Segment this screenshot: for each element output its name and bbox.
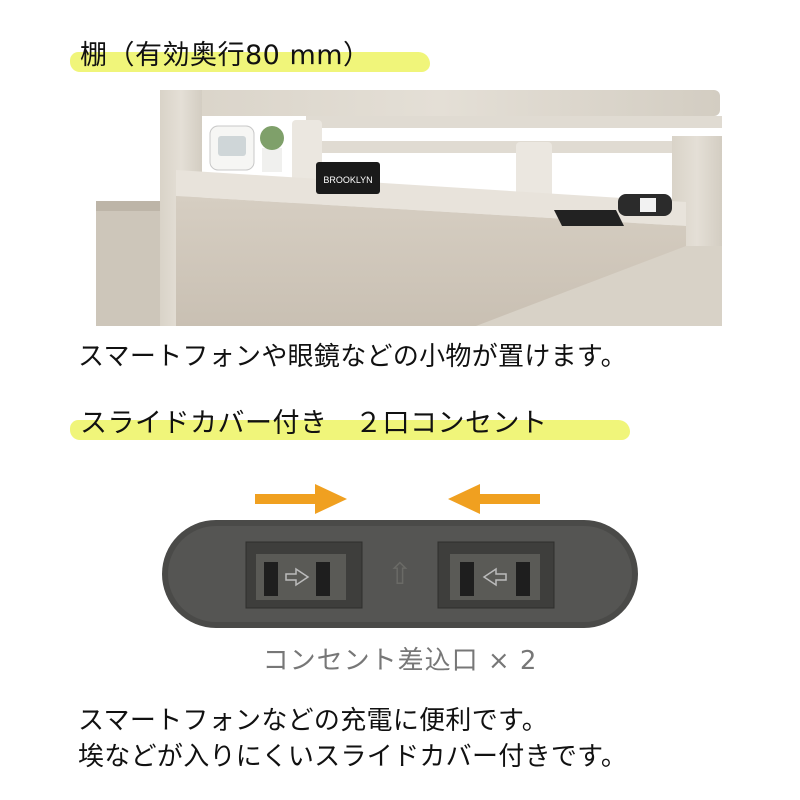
outlet-description-line-2: 埃などが入りにくいスライドカバー付きです。 [78, 742, 628, 772]
outlet-heading: スライドカバー付き ２口コンセント [70, 396, 630, 444]
outlet-caption: コンセント差込口 × 2 [262, 646, 538, 676]
shelf-heading-text: 棚（有効奥行80 mm） [80, 39, 371, 71]
heading-highlight [70, 420, 630, 440]
headboard-illustration: BROOKLYN [96, 90, 722, 326]
double-outlet-strip: ⇧ [160, 480, 640, 660]
outlet-heading-text: スライドカバー付き ２口コンセント [80, 407, 548, 439]
left-arrow-icon [448, 484, 540, 514]
headboard-shelf-photo: BROOKLYN [96, 86, 722, 326]
socket-right-icon [437, 541, 555, 609]
box-label: BROOKLYN [323, 175, 372, 185]
svg-text:⇧: ⇧ [387, 557, 412, 592]
heading-highlight [70, 52, 430, 72]
shelf-heading: 棚（有効奥行80 mm） [70, 28, 430, 76]
shelf-description: スマートフォンや眼鏡などの小物が置けます。 [78, 342, 627, 372]
socket-left-icon [245, 541, 363, 609]
outlet-description-line-1: スマートフォンなどの充電に便利です。 [78, 706, 549, 736]
right-arrow-icon [255, 484, 347, 514]
